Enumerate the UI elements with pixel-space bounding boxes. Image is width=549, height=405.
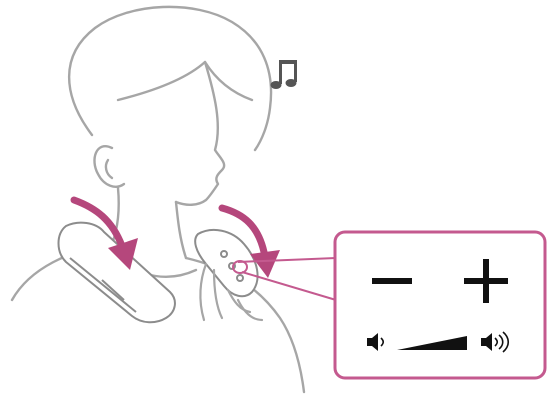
volume-minus-button[interactable] — [372, 278, 412, 284]
ear-outline — [94, 146, 124, 187]
hair-outline — [69, 7, 271, 150]
speaker-pod-right — [195, 230, 257, 296]
neck-front — [176, 202, 186, 258]
volume-callout — [335, 232, 545, 378]
neckband-speaker — [59, 223, 258, 323]
callout-frame — [335, 232, 545, 378]
face-outline — [176, 62, 224, 205]
speaker-button-3 — [237, 275, 243, 281]
person-figure — [12, 7, 304, 392]
ear-inner — [106, 160, 112, 178]
hair-fringe — [118, 62, 252, 100]
speaker-button-1 — [221, 251, 227, 257]
music-note-icon — [271, 60, 298, 89]
